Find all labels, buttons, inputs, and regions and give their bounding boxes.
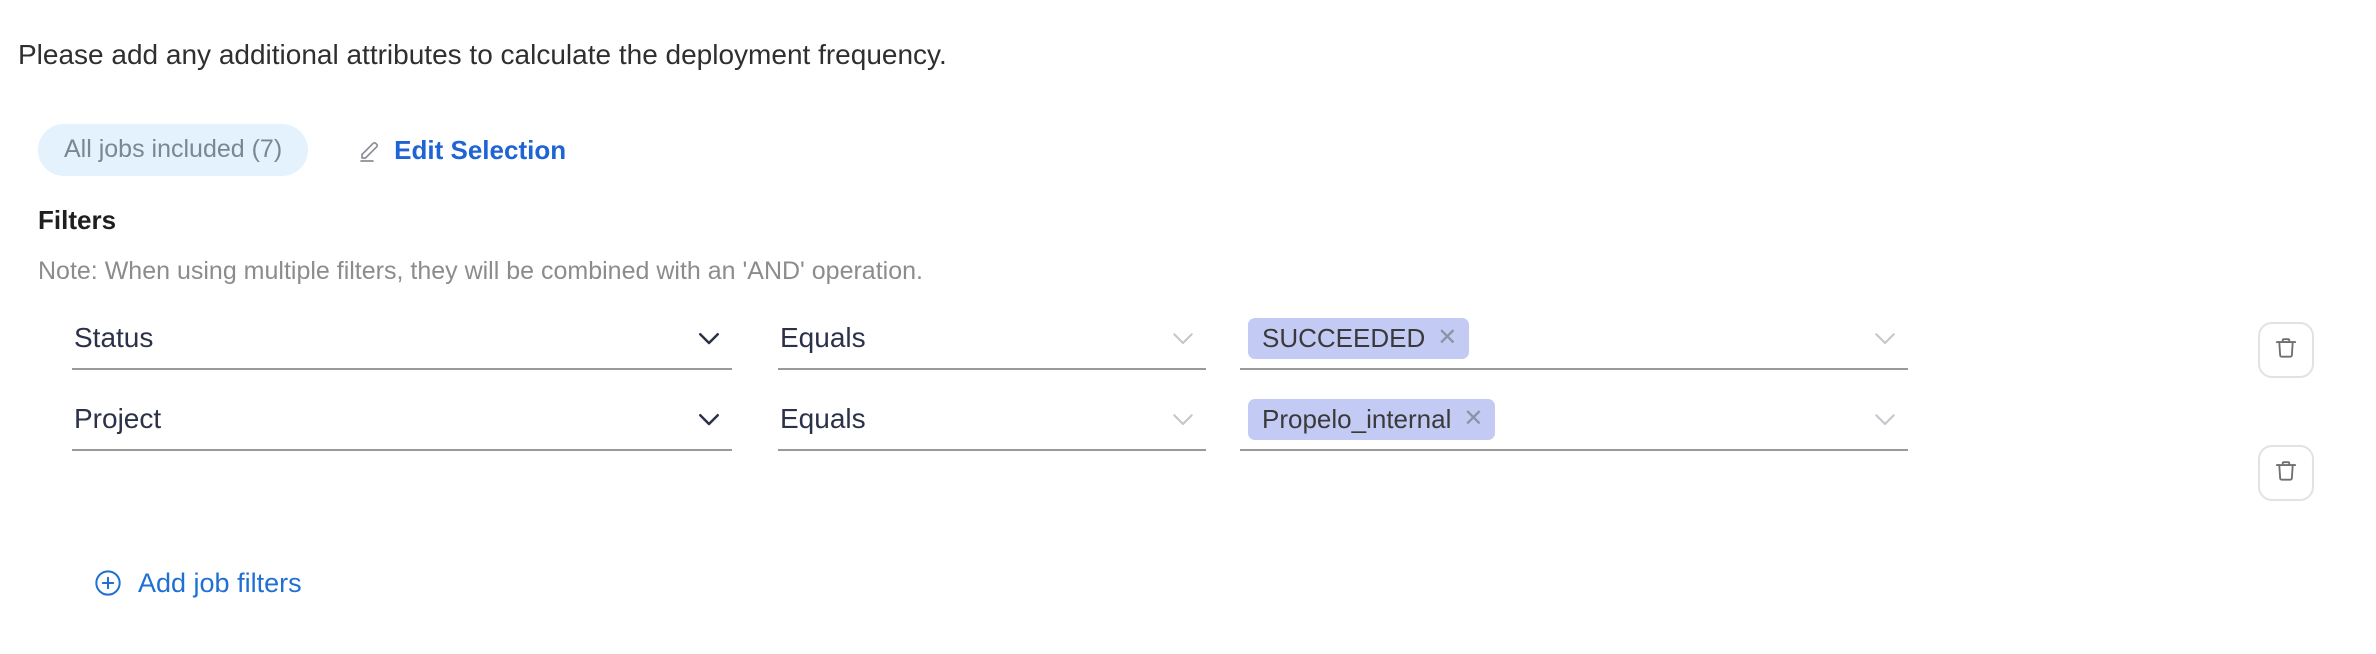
- filter-value-select[interactable]: Propelo_internal ✕: [1240, 389, 1908, 451]
- filter-operator-value: Equals: [780, 403, 866, 434]
- add-job-filters-label: Add job filters: [138, 567, 302, 598]
- edit-selection-label: Edit Selection: [394, 135, 567, 165]
- add-job-filters-button[interactable]: Add job filters: [94, 569, 302, 597]
- chevron-down-icon: [694, 404, 724, 434]
- filter-row: Project Equals Propelo_internal ✕: [0, 389, 2376, 461]
- filter-value-select[interactable]: SUCCEEDED ✕: [1240, 308, 1908, 370]
- chevron-down-icon: [1870, 323, 1900, 353]
- filter-attribute-select[interactable]: Project: [72, 389, 732, 451]
- pencil-icon: [358, 138, 382, 162]
- plus-circle-icon: [94, 569, 122, 597]
- jobs-included-badge: All jobs included (7): [38, 124, 309, 176]
- filter-operator-value: Equals: [780, 322, 866, 353]
- filter-value-chip-label: Propelo_internal: [1262, 403, 1452, 434]
- filters-note: Note: When using multiple filters, they …: [38, 257, 923, 285]
- delete-filter-button[interactable]: [2258, 322, 2314, 378]
- trash-icon: [2273, 335, 2299, 366]
- chevron-down-icon: [1870, 404, 1900, 434]
- filter-attribute-select[interactable]: Status: [72, 308, 732, 370]
- filter-operator-select[interactable]: Equals: [778, 389, 1206, 451]
- chevron-down-icon: [1168, 323, 1198, 353]
- filter-attribute-value: Project: [74, 403, 162, 434]
- filter-value-chip[interactable]: Propelo_internal ✕: [1248, 398, 1496, 440]
- trash-icon: [2273, 458, 2299, 489]
- filter-row: Status Equals SUCCEEDED ✕: [0, 308, 2376, 380]
- filter-operator-select[interactable]: Equals: [778, 308, 1206, 370]
- selection-row: All jobs included (7) Edit Selection: [38, 124, 566, 176]
- page-description: Please add any additional attributes to …: [18, 39, 947, 70]
- filters-heading: Filters: [38, 205, 117, 235]
- filter-attribute-value: Status: [74, 322, 154, 353]
- close-icon[interactable]: ✕: [1437, 323, 1458, 351]
- edit-selection-button[interactable]: Edit Selection: [358, 137, 566, 163]
- delete-filter-button[interactable]: [2258, 445, 2314, 501]
- filter-value-chip[interactable]: SUCCEEDED ✕: [1248, 317, 1470, 359]
- filter-value-chip-label: SUCCEEDED: [1262, 322, 1426, 353]
- close-icon[interactable]: ✕: [1463, 404, 1484, 432]
- chevron-down-icon: [694, 323, 724, 353]
- chevron-down-icon: [1168, 404, 1198, 434]
